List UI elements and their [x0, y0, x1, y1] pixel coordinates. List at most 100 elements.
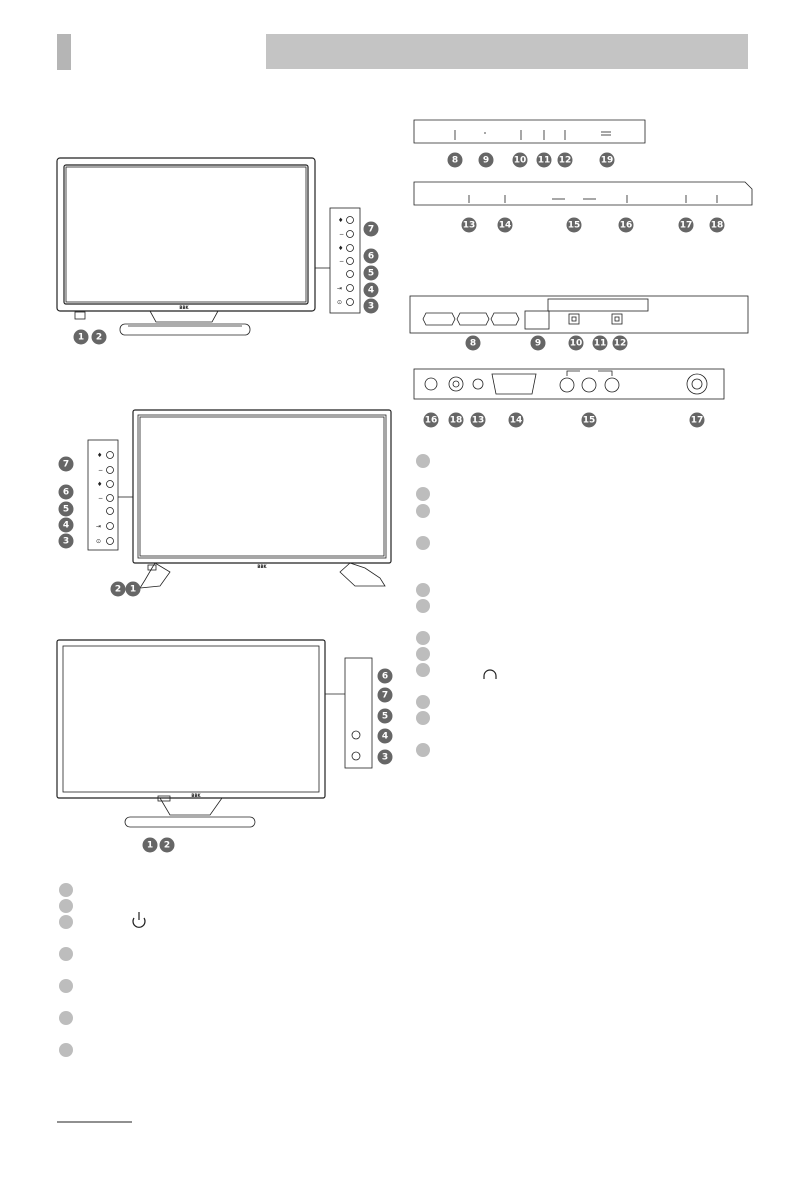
svg-text:1: 1: [78, 333, 84, 343]
panel-badge-8: 8: [465, 335, 481, 351]
tv1-badge-7: 7: [363, 221, 379, 237]
svg-text:BBK: BBK: [257, 564, 267, 569]
svg-text:7: 7: [368, 225, 374, 235]
svg-text:♦: ♦: [338, 217, 343, 224]
tv3-badge-3: 3: [377, 749, 393, 765]
tv1-badge-2: 2: [91, 329, 107, 345]
svg-text:3: 3: [382, 753, 388, 763]
tv-front-model-3: BBK: [56, 639, 373, 828]
panel-badge-17: 17: [689, 412, 705, 428]
tv2-badge-2: 2: [110, 581, 126, 597]
svg-text:10: 10: [570, 339, 583, 349]
tv3-badge-7: 7: [377, 687, 393, 703]
panel-badge-12: 12: [612, 335, 628, 351]
side-badge-14: 14: [497, 217, 513, 233]
tv2-badge-7: 7: [58, 456, 74, 472]
svg-text:3: 3: [368, 302, 374, 312]
svg-text:18: 18: [450, 416, 463, 426]
svg-text:2: 2: [164, 841, 170, 851]
svg-text:−: −: [339, 258, 344, 265]
svg-text:6: 6: [63, 488, 69, 498]
svg-text:⊙: ⊙: [337, 299, 342, 306]
header-tab: [57, 34, 71, 70]
side-connectors-diagram: [413, 119, 753, 206]
panel-badge-16: 16: [423, 412, 439, 428]
svg-text:3: 3: [63, 537, 69, 547]
svg-text:⊙: ⊙: [96, 538, 101, 545]
svg-text:5: 5: [368, 269, 374, 279]
svg-text:1: 1: [130, 585, 136, 595]
tv3-badge-5: 5: [377, 708, 393, 724]
header-bar: [266, 34, 748, 69]
side-badge-10: 10: [512, 152, 528, 168]
panel-badge-13: 13: [470, 412, 486, 428]
side-badge-19: 19: [599, 152, 615, 168]
brand-logo: BBK: [179, 305, 189, 310]
legend-right-markers: [416, 454, 430, 757]
svg-text:9: 9: [535, 339, 541, 349]
panel-badge-9: 9: [530, 335, 546, 351]
svg-text:17: 17: [680, 221, 693, 231]
tv3-badge-2: 2: [159, 837, 175, 853]
tv2-badge-4: 4: [58, 517, 74, 533]
svg-text:5: 5: [63, 505, 69, 515]
tv3-badge-1: 1: [142, 837, 158, 853]
side-badge-8: 8: [447, 152, 463, 168]
svg-text:14: 14: [499, 221, 512, 231]
back-panel-diagram: [409, 295, 749, 400]
svg-text:14: 14: [510, 416, 523, 426]
svg-text:16: 16: [425, 416, 438, 426]
side-badge-17: 17: [678, 217, 694, 233]
svg-text:12: 12: [559, 156, 572, 166]
svg-text:15: 15: [568, 221, 581, 231]
svg-text:2: 2: [96, 333, 102, 343]
svg-text:15: 15: [583, 416, 596, 426]
svg-text:19: 19: [601, 156, 614, 166]
svg-text:12: 12: [614, 339, 627, 349]
side-badge-11: 11: [536, 152, 552, 168]
tv1-badge-5: 5: [363, 265, 379, 281]
side-badge-12: 12: [557, 152, 573, 168]
svg-text:2: 2: [115, 585, 121, 595]
panel-badge-10: 10: [568, 335, 584, 351]
svg-text:10: 10: [514, 156, 527, 166]
svg-text:⇥: ⇥: [337, 285, 342, 292]
side-badge-18: 18: [709, 217, 725, 233]
tv-front-model-1: BBK ♦− ♦− ⇥⊙: [56, 157, 361, 336]
svg-text:7: 7: [63, 460, 69, 470]
tv2-badge-1: 1: [125, 581, 141, 597]
tv-front-model-2: BBK ♦− ♦− ⇥⊙: [87, 409, 392, 589]
side-badge-15: 15: [566, 217, 582, 233]
svg-text:6: 6: [382, 672, 388, 682]
svg-text:5: 5: [382, 712, 388, 722]
tv2-badge-6: 6: [58, 484, 74, 500]
svg-text:6: 6: [368, 252, 374, 262]
svg-text:7: 7: [382, 691, 388, 701]
svg-text:18: 18: [711, 221, 724, 231]
svg-text:4: 4: [382, 732, 388, 742]
panel-badge-18: 18: [448, 412, 464, 428]
tv1-badge-4: 4: [363, 282, 379, 298]
tv1-badge-6: 6: [363, 248, 379, 264]
svg-text:−: −: [339, 231, 344, 238]
svg-text:−: −: [98, 495, 103, 502]
side-badge-16: 16: [618, 217, 634, 233]
svg-text:4: 4: [368, 286, 374, 296]
side-badge-13: 13: [461, 217, 477, 233]
svg-text:−: −: [98, 467, 103, 474]
legend-left-markers: [59, 883, 73, 1057]
svg-text:11: 11: [538, 156, 551, 166]
side-badge-9: 9: [478, 152, 494, 168]
svg-text:13: 13: [472, 416, 485, 426]
tv1-badge-3: 3: [363, 298, 379, 314]
svg-text:16: 16: [620, 221, 633, 231]
svg-text:11: 11: [594, 339, 607, 349]
svg-text:8: 8: [452, 156, 458, 166]
svg-text:9: 9: [483, 156, 489, 166]
svg-text:17: 17: [691, 416, 704, 426]
panel-badge-11: 11: [592, 335, 608, 351]
svg-text:13: 13: [463, 221, 476, 231]
